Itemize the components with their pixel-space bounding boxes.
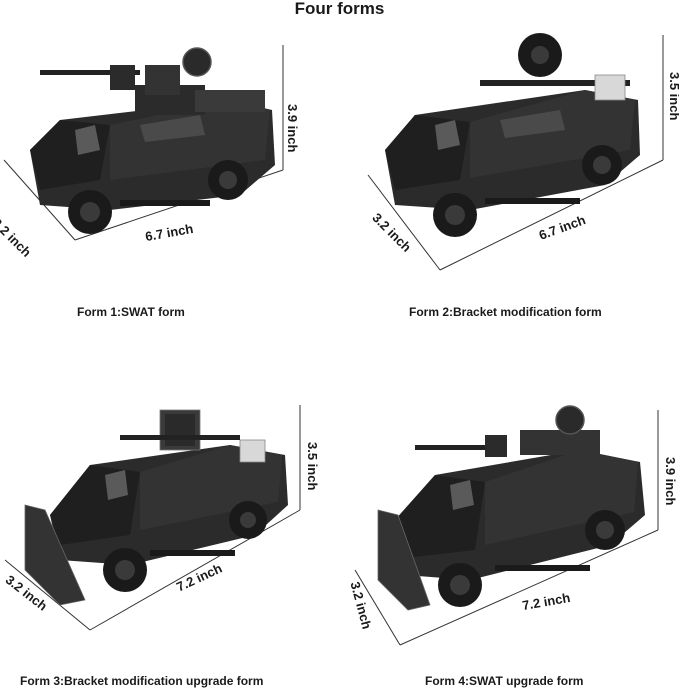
form-4-vehicle: [377, 405, 645, 611]
form-4-vehicle-image: [354, 405, 659, 646]
page-title: Four forms: [294, 0, 385, 18]
form-2-height-label: 3.5 inch: [667, 72, 679, 121]
form-1-panel: 3.9 inch 6.7 inch 3.2 inch Form 1:SWAT f…: [0, 30, 340, 330]
form-3-caption: Form 3:Bracket modification upgrade form: [20, 674, 264, 688]
form-2-vehicle-image: [367, 33, 664, 271]
form-1-caption: Form 1:SWAT form: [77, 305, 185, 319]
form-1-vehicle: [30, 47, 275, 234]
form-4-caption: Form 4:SWAT upgrade form: [425, 674, 584, 688]
form-3-vehicle: [24, 409, 288, 606]
form-1-vehicle-image: [3, 45, 284, 241]
form-3-vehicle-image: [4, 405, 301, 631]
form-2-vehicle: [385, 33, 640, 237]
form-2-panel: 3.5 inch 6.7 inch 3.2 inch Form 2:Bracke…: [340, 30, 679, 330]
form-4-panel: 3.9 inch 7.2 inch 3.2 inch Form 4:SWAT u…: [340, 390, 679, 691]
form-3-panel: 3.5 inch 7.2 inch 3.2 inch Form 3:Bracke…: [0, 390, 340, 691]
form-2-caption: Form 2:Bracket modification form: [409, 305, 602, 319]
form-1-height-label: 3.9 inch: [285, 104, 300, 153]
form-4-height-label: 3.9 inch: [663, 457, 678, 506]
form-3-height-label: 3.5 inch: [305, 442, 320, 491]
